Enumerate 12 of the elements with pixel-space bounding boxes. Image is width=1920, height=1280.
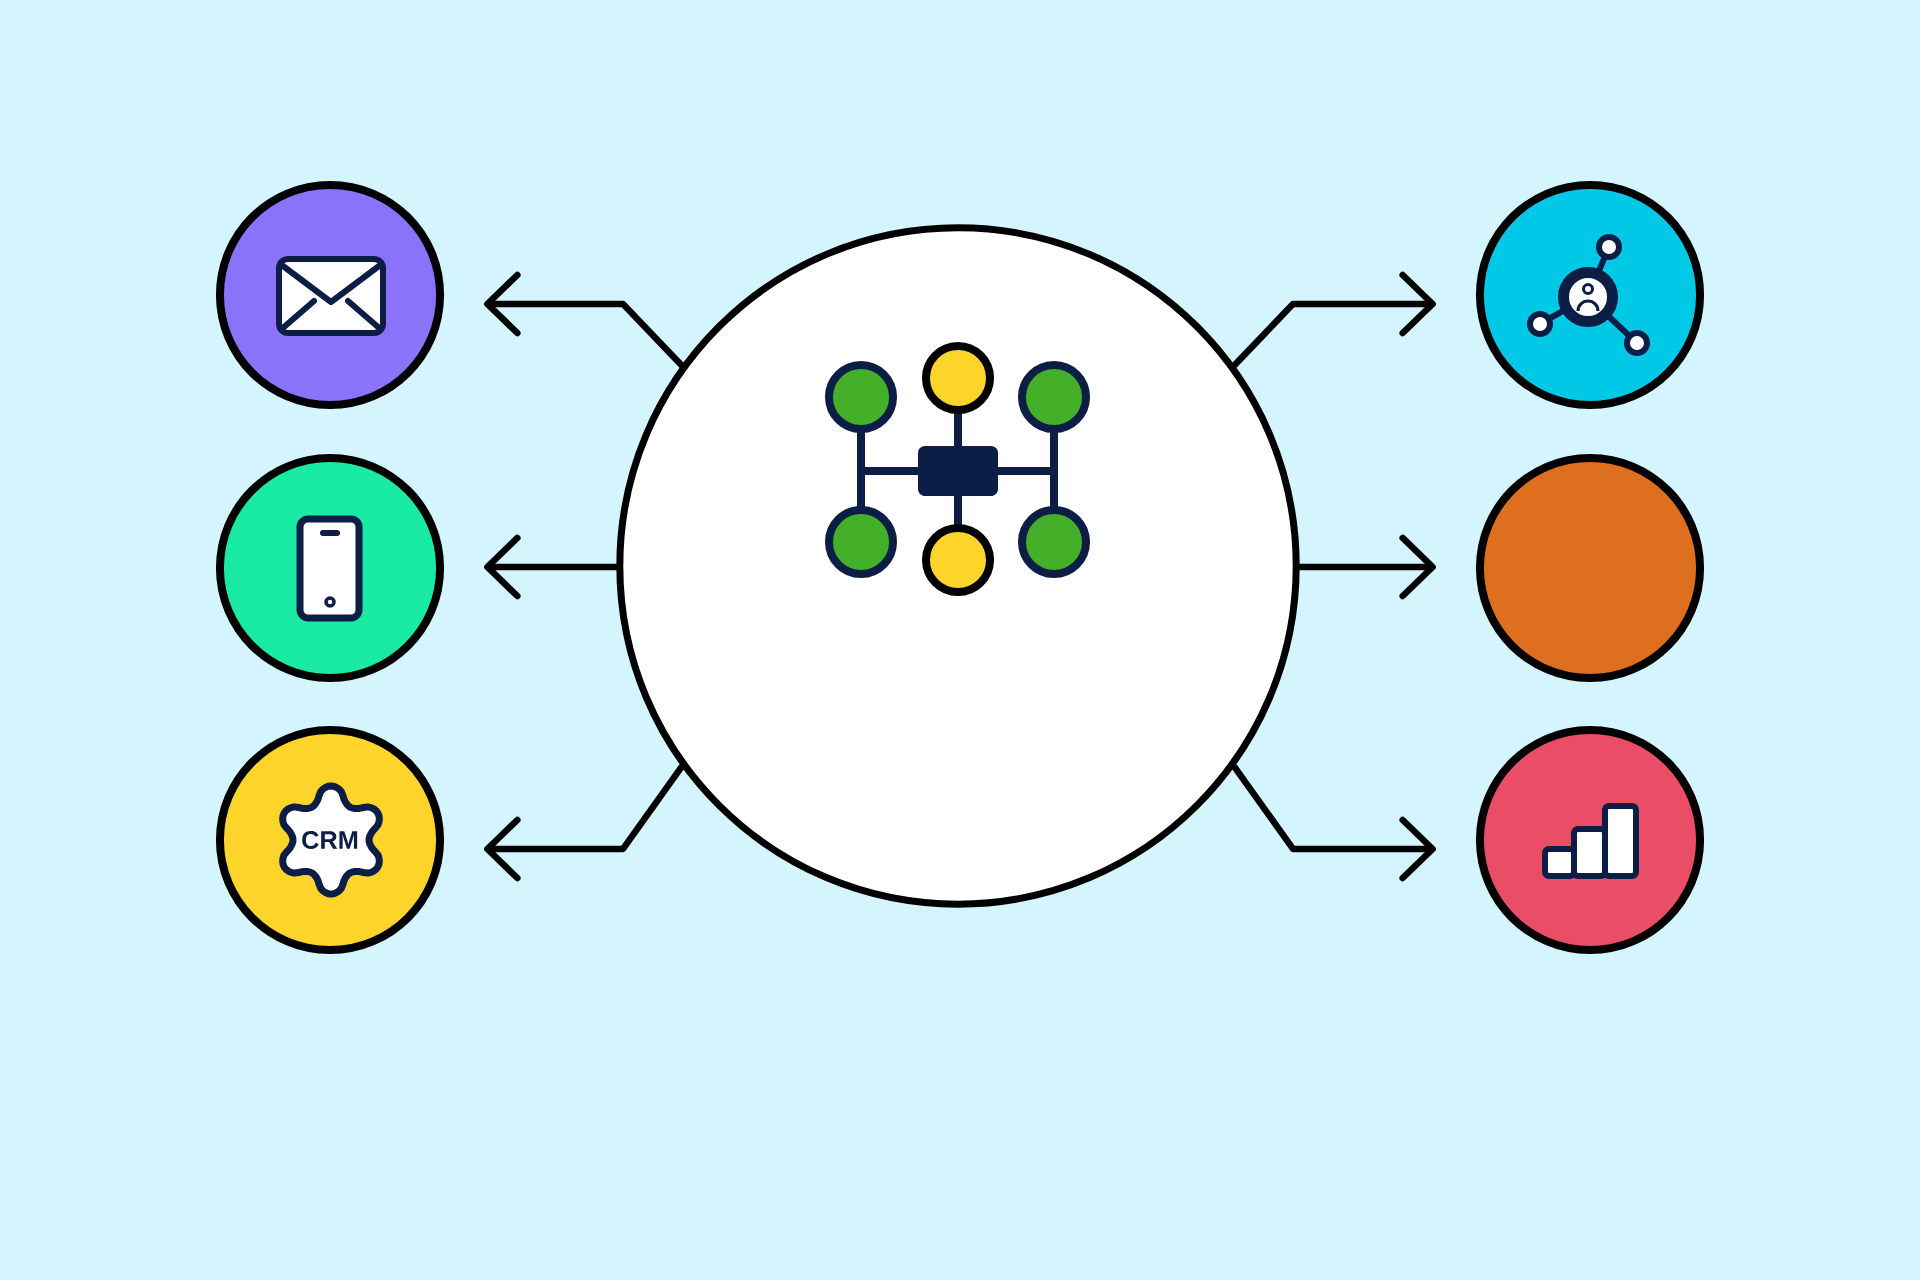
arrow <box>484 534 620 600</box>
circle <box>1475 453 1705 683</box>
icon-circle <box>215 453 445 683</box>
icon-circle <box>1475 725 1705 955</box>
large-circle <box>616 224 1300 908</box>
arrow <box>484 763 685 882</box>
arrow <box>1296 534 1436 600</box>
arrow <box>484 271 685 369</box>
arrow <box>1231 763 1436 882</box>
icon-circle <box>215 180 445 410</box>
arrow <box>1231 271 1436 369</box>
icon-circle <box>1475 180 1705 410</box>
